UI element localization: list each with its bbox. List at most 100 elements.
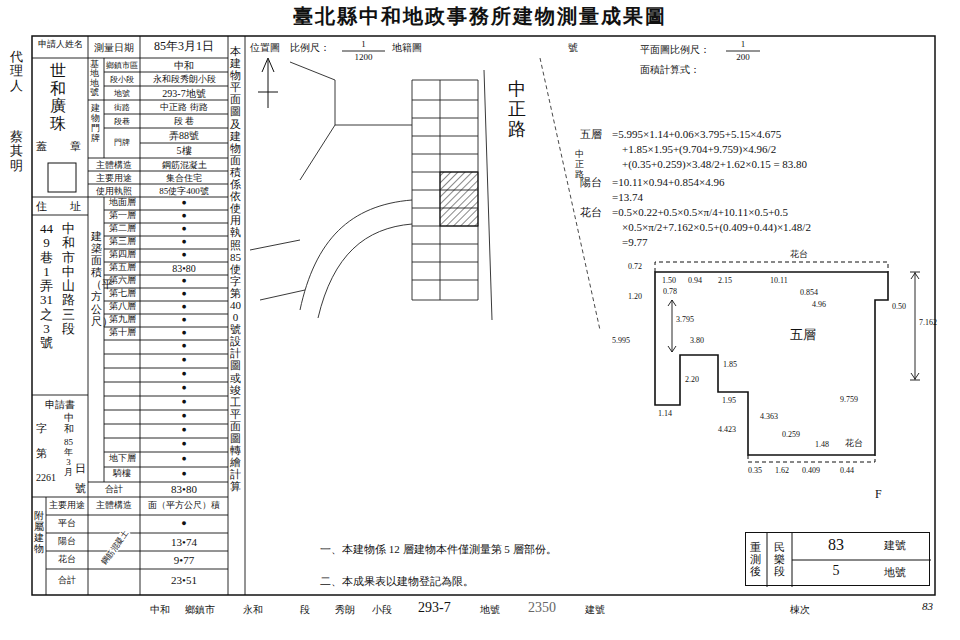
cell-value: 2261	[36, 472, 56, 484]
cell-label: 字	[36, 422, 47, 435]
dimension-value: 3.795	[676, 315, 694, 324]
cell-value: 5樓	[140, 145, 228, 157]
cell-value: 集合住宅	[140, 173, 228, 183]
dimension-value: 1.20	[628, 292, 642, 301]
map-heading: 地籍圖	[392, 42, 422, 54]
area-value: ●	[140, 369, 228, 379]
footer-field: 293-7	[418, 600, 451, 616]
footer-field: 永和	[243, 604, 263, 616]
scale-value: 1	[342, 39, 385, 49]
dimension-value: 0.72	[628, 262, 642, 271]
dimension-value: 花台	[790, 249, 808, 259]
plan-heading: 平面圖比例尺：	[640, 44, 710, 56]
scale-value: 1	[726, 39, 760, 49]
scale-value: 200	[726, 52, 760, 62]
cell-label: 合計	[88, 484, 140, 494]
area-formula: +1.85×1.95+(9.704+9.759)×4.96/2	[622, 143, 776, 156]
floor-label: 第一層	[104, 211, 140, 221]
cell-label: 章	[70, 140, 81, 153]
road-name: 中正路	[508, 80, 526, 139]
plan-heading: 面積計算式：	[640, 64, 700, 76]
cell-label: 段小段	[104, 75, 140, 84]
cell-value: 鋼筋混凝土	[140, 160, 228, 170]
floor-label: 第二層	[104, 224, 140, 234]
dimension-value: 0.94	[688, 276, 702, 285]
cell-label: 附屬建物	[34, 510, 44, 554]
dimension-value: 1.62	[775, 466, 789, 475]
area-value: ●	[140, 302, 228, 312]
area-value: ●	[140, 328, 228, 338]
dimension-value: 4.363	[760, 412, 778, 421]
dimension-line	[668, 272, 920, 380]
area-value: 23•51	[140, 574, 228, 587]
cell-label: 申請書	[33, 399, 87, 411]
dimension-value: 花台	[845, 438, 863, 448]
cell-label: 平台	[46, 518, 88, 528]
dimension-value: 五層	[790, 328, 816, 343]
area-value: ●	[140, 454, 228, 464]
area-formula: =13.74	[612, 191, 643, 204]
applicant-name: 世和廣珠	[50, 62, 66, 132]
footer-field: 2350	[528, 600, 556, 616]
cell-value: 弄88號	[140, 130, 228, 142]
cell-label: 建物門牌	[91, 104, 100, 144]
cell-value: 段 巷	[140, 116, 228, 126]
area-formula: ×0.5×π/2+7.162×0.5+(0.409+0.44)×1.48/2	[622, 221, 811, 234]
agent-name: 蔡其明	[10, 130, 23, 173]
footer-field: 段	[300, 604, 310, 616]
footer-field: 中和	[150, 604, 170, 616]
resurvey-field: 地號	[884, 566, 906, 579]
cell-label: 址	[70, 200, 81, 213]
area-value: ●	[140, 383, 228, 393]
road-name: 中正路	[575, 150, 584, 180]
area-value: 83•80	[140, 483, 228, 496]
resurvey-field: 5	[796, 563, 876, 579]
dimension-value: 7.162	[919, 318, 937, 327]
footer-field: 83	[922, 600, 933, 613]
area-formula: =9.77	[622, 236, 647, 249]
planter-outline	[655, 262, 888, 462]
area-value: ●	[140, 250, 228, 260]
dimension-value: 0.44	[840, 466, 854, 475]
cell-value: 85使字400號	[140, 186, 228, 196]
area-value: 9•77	[140, 554, 228, 567]
grid-line	[767, 533, 768, 587]
area-formula: =0.5×0.22+0.5×0.5×π/4+10.11×0.5+0.5	[612, 206, 788, 219]
area-value: ●	[140, 198, 228, 208]
formula-label: 五層	[580, 128, 602, 141]
road-edge	[540, 58, 600, 330]
cell-label: 住	[36, 200, 47, 213]
cell-value: 永和段秀朗小段	[140, 74, 228, 84]
cell-label: 第	[36, 447, 47, 460]
table-grid	[32, 36, 245, 595]
area-formula: =5.995×1.14+0.06×3.795+5.15×4.675	[612, 128, 781, 141]
cell-label: 號	[75, 482, 86, 495]
map-heading: 比例尺：	[290, 42, 330, 54]
dimension-value: 0.854	[800, 288, 818, 297]
footer-field: 鄉鎮市	[185, 604, 215, 616]
cell-label: 地號	[104, 89, 140, 98]
dimension-value: 3.80	[690, 336, 704, 345]
cell-value: 中和	[140, 60, 228, 72]
area-value: ●	[140, 355, 228, 365]
cell-value: 85年3月	[64, 438, 73, 478]
footer-field: 小段	[372, 604, 392, 616]
address-value: 中和市中山路三段	[62, 222, 75, 336]
area-formula: =10.11×0.94+0.854×4.96	[612, 176, 724, 189]
cell-value: 中和	[64, 412, 74, 434]
dimension-value: 0.409	[802, 466, 820, 475]
map-heading: 號	[568, 42, 578, 54]
address-value: 449巷1弄31之3號	[40, 222, 53, 351]
resurvey-field: 建號	[884, 539, 906, 552]
sheet-frame	[32, 36, 935, 595]
area-value: 83•80	[140, 263, 228, 275]
area-value: ●	[140, 425, 228, 435]
area-value: ●	[140, 276, 228, 286]
area-value: ●	[140, 315, 228, 325]
floor-label: 地面層	[104, 198, 140, 208]
floor-label: 第五層	[104, 263, 140, 273]
footer-field: 地號	[480, 604, 500, 616]
cell-value: 鋼筋混凝土	[99, 528, 131, 568]
area-value: ●	[140, 469, 228, 479]
cell-value: 293-7地號	[140, 88, 228, 100]
